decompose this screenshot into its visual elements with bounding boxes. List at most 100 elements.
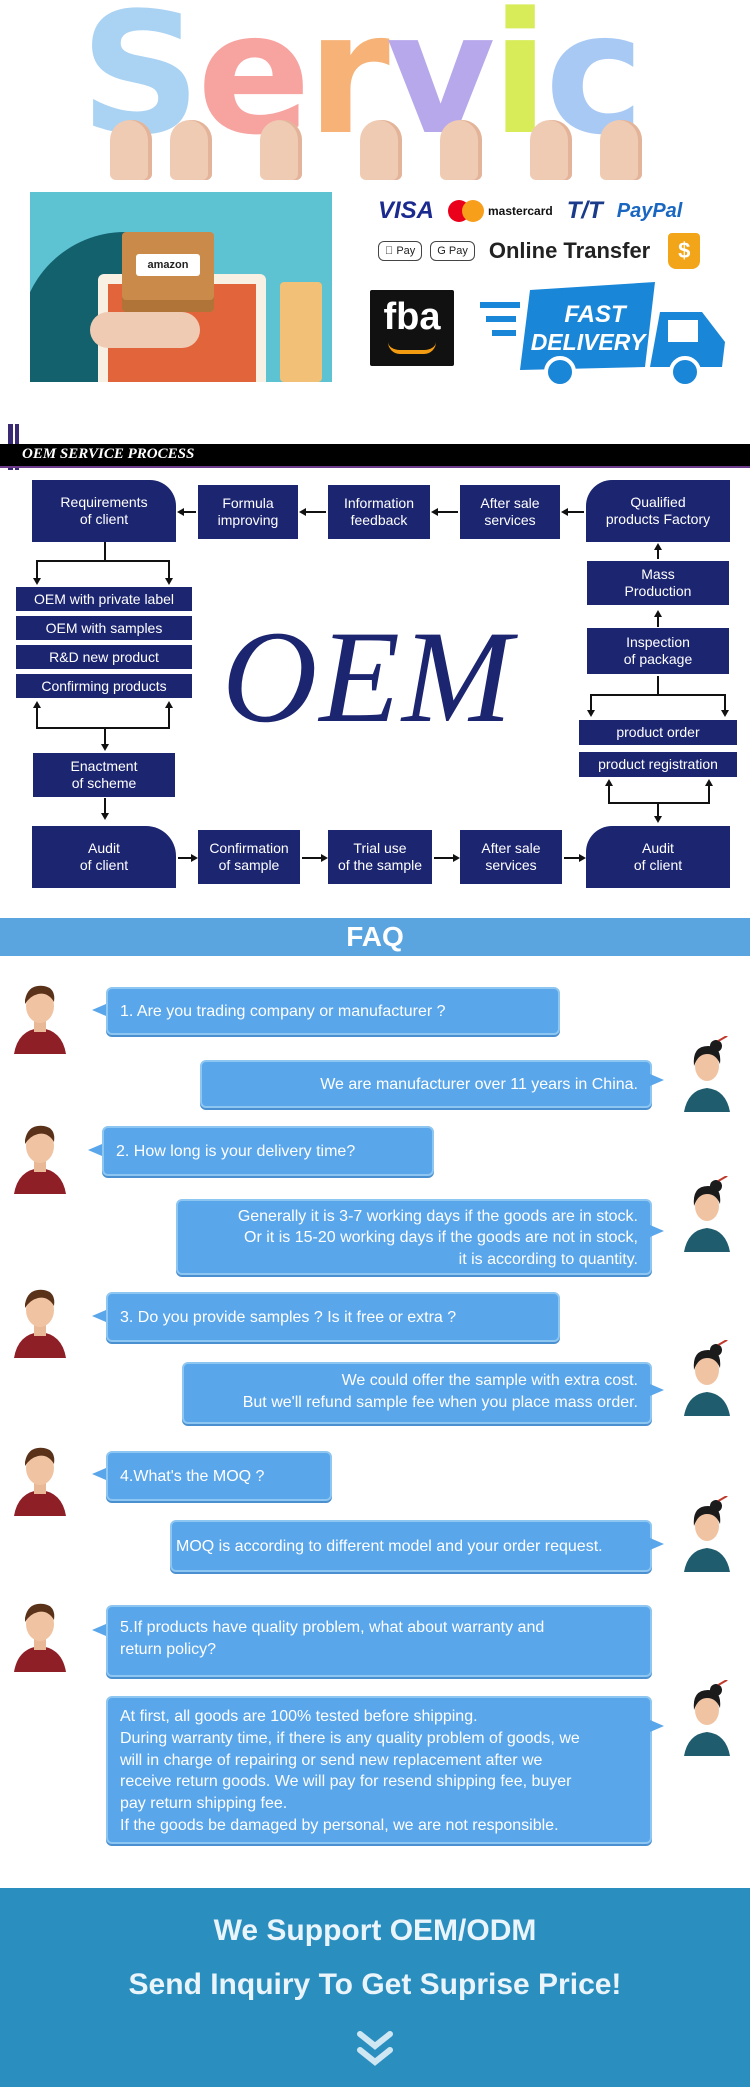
hand-icon [170,120,212,180]
amazon-box-label: amazon [136,254,200,276]
arrow-line [657,545,659,559]
mastercard-logo: mastercard [448,200,553,222]
footer-banner [0,1888,750,2087]
arrow-line [302,857,322,859]
payment-methods-row: VISA mastercard T/T PayPal [378,196,682,226]
woman-avatar-icon [684,1176,730,1252]
arrow-head-right [453,854,460,862]
man-avatar-icon [14,1603,66,1672]
arrow-line [564,857,580,859]
hand-icon [110,120,152,180]
bubble-tail [650,1384,664,1396]
step-product-order: product order [579,720,737,745]
step-product-registration: product registration [579,752,737,777]
arrow-line [182,511,196,513]
man-avatar-icon [14,1447,66,1516]
arrow-line [168,560,170,580]
arrow-line [590,694,592,712]
hand-icon [600,120,642,180]
faq-answer-4: MOQ is according to different model and … [170,1520,652,1572]
fba-label: fba [383,296,441,338]
bubble-tail [650,1225,664,1237]
arrow-line [724,694,726,712]
arrow-head-left [177,508,184,516]
bubble-tail [92,1004,106,1016]
arrow-head-left [431,508,438,516]
man-avatar-icon [14,1289,66,1358]
google-pay-logo: G Pay [430,241,475,261]
option-confirming-products: Confirming products [16,674,192,698]
step-after-sale-services-bottom: After sale services [460,830,562,884]
paypal-logo: PayPal [616,199,683,222]
arrow-line [304,511,326,513]
chevron-down-icon[interactable] [356,2030,394,2070]
arrow-head-up [165,701,173,708]
arrow-head-right [321,854,328,862]
mastercard-circle-orange [462,200,485,222]
arrow-head-down [101,744,109,751]
bubble-tail [92,1624,106,1636]
arrow-line [36,560,38,580]
hand-icon [360,120,402,180]
visa-logo: VISA [378,197,435,224]
hand-icon [90,312,200,348]
hand-icon [530,120,572,180]
oem-big-title: OEM [222,603,514,750]
faq-answer-5: At first, all goods are 100% tested befo… [106,1696,652,1844]
option-oem-private-label: OEM with private label [16,587,192,611]
faq-question-3: 3. Do you provide samples ? Is it free o… [106,1292,560,1342]
arrow-head-right [191,854,198,862]
arrow-line [608,783,610,803]
woman-avatar-icon [684,1036,730,1112]
tt-logo: T/T [566,197,603,224]
arrow-line [36,560,170,562]
man-avatar-icon [14,985,66,1054]
bubble-tail [650,1720,664,1732]
arrow-head-up [605,779,613,786]
coin-icon: $ [668,233,701,269]
arrow-line [104,727,106,745]
arrow-head-up [654,543,662,550]
step-after-sale-services-top: After sale services [460,485,560,539]
arrow-line [608,802,710,804]
arrow-line [657,613,659,627]
hand-icon [260,120,302,180]
step-audit-of-client-left: Audit of client [32,826,176,888]
hero-banner: Service [0,0,750,180]
man-avatar-icon [14,1125,66,1194]
woman-avatar-icon [684,1680,730,1756]
option-rd-new-product: R&D new product [16,645,192,669]
arrow-line [36,706,38,728]
bubble-tail [650,1538,664,1550]
footer-oem-odm: We Support OEM/ODM [213,1914,537,1947]
step-audit-of-client-right: Audit of client [586,826,730,888]
arrow-head-left [299,508,306,516]
arrow-line [436,511,458,513]
arrow-line [657,802,659,818]
step-enactment-of-scheme: Enactment of scheme [33,753,175,797]
faq-question-2: 2. How long is your delivery time? [102,1126,434,1176]
arrow-head-left [561,508,568,516]
footer-inquiry-cta[interactable]: Send Inquiry To Get Suprise Price! [128,1968,622,2001]
apple-pay-label: Pay [385,245,415,257]
option-oem-with-samples: OEM with samples [16,616,192,640]
step-inspection-of-package: Inspection of package [587,628,729,674]
faq-question-1: 1. Are you trading company or manufactur… [106,987,560,1035]
arrow-line [168,706,170,728]
hero-word: Service [80,0,750,180]
delivery-truck-icon: FAST DELIVERY [480,282,725,388]
woman-avatar-icon [684,1340,730,1416]
fast-label: FAST [564,301,628,328]
arrow-head-up [654,610,662,617]
arrow-head-down [33,578,41,585]
arrow-line [104,798,106,814]
faq-question-4: 4.What's the MOQ ? [106,1451,332,1501]
arrow-line [590,694,726,696]
bubble-tail [650,1074,664,1086]
mastercard-label: mastercard [488,204,553,218]
woman-avatar-icon [684,1496,730,1572]
step-qualified-products-factory: Qualified products Factory [586,480,730,542]
bubble-tail [92,1310,106,1322]
payment-methods-row-2:  Pay G Pay Online Transfer $ [378,233,701,269]
step-mass-production: Mass Production [587,561,729,605]
